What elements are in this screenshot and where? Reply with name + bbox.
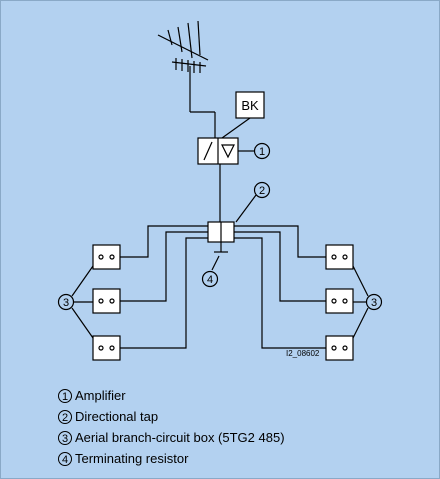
legend-text: Amplifier [75,388,126,403]
antenna-icon [157,20,216,138]
legend-item-terminating-resistor: 4 Terminating resistor [58,448,285,469]
directional-tap-symbol: 4 [201,221,235,288]
branch-box-right-top [325,244,354,270]
callout-branch-box-left: 3 [63,297,69,309]
legend-text: Directional tap [75,409,159,424]
legend-number: 1 [58,388,72,403]
legend: 1 Amplifier 2 Directional tap 3 Aerial b… [58,385,285,469]
bk-label: BK [241,98,259,113]
callout-terminating-resistor: 4 [207,274,213,286]
branch-box-right-bottom [325,335,354,361]
drawing-id: I2_08602 [286,349,320,358]
legend-text: Aerial branch-circuit box (5TG2 485) [75,430,285,445]
callout-branch-box-right: 3 [371,297,377,309]
amplifier-symbol: 1 [197,137,271,165]
legend-number: 4 [58,451,72,466]
legend-item-branch-box: 3 Aerial branch-circuit box (5TG2 485) [58,427,285,448]
branch-box-left-middle [92,288,121,314]
branch-box-left-bottom [92,335,121,361]
branch-box-right-middle [325,288,354,314]
legend-number: 2 [58,409,72,424]
branch-box-left-top [92,244,121,270]
callout-directional-tap: 2 [259,185,265,197]
legend-text: Terminating resistor [75,451,189,466]
bk-box: BK [221,91,265,139]
callout-amplifier: 1 [259,146,265,158]
legend-number: 3 [58,430,72,445]
legend-item-amplifier: 1 Amplifier [58,385,285,406]
legend-item-directional-tap: 2 Directional tap [58,406,285,427]
